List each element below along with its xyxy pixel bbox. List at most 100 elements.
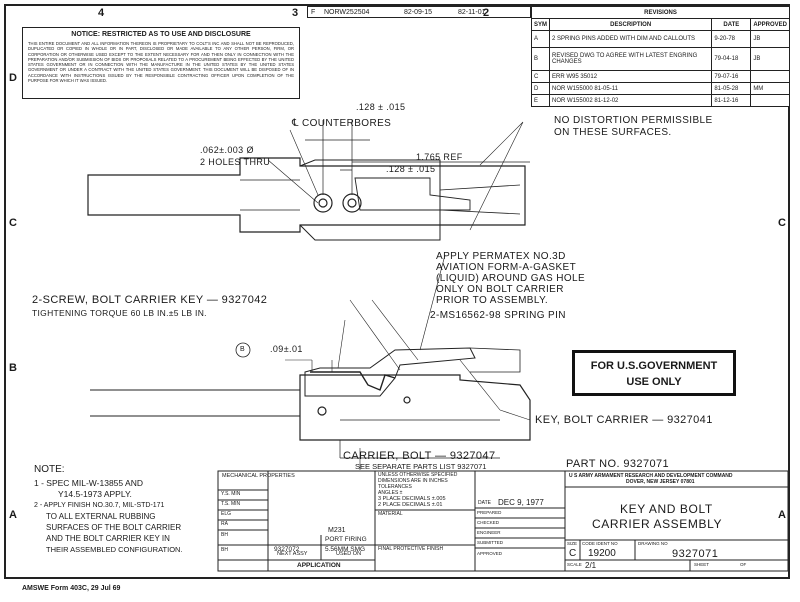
key-callout: KEY, BOLT CARRIER — 9327041	[535, 414, 713, 426]
permatex-line1: APPLY PERMATEX NO.3D	[436, 251, 566, 262]
prepared-label: PREPARED	[477, 510, 502, 515]
material-label: MATERIAL	[378, 511, 403, 517]
note-line: 2 - APPLY FINISH NO.30.7, MIL-STD-171	[34, 502, 165, 509]
table-row: E NOR W155002 81-12-02 81-12-16	[530, 94, 790, 107]
rev-approved: JB	[750, 47, 790, 71]
mech-row: BH	[221, 532, 228, 538]
rev-approved	[750, 94, 790, 107]
submitted-label: SUBMITTED	[477, 540, 504, 545]
code-ident-label: CODE IDENT NO	[582, 541, 618, 546]
mech-title: MECHANICAL PROPERTIES	[222, 473, 295, 479]
zone-d-left: D	[9, 72, 17, 84]
holes-diameter-label: .062±.003 Ø	[200, 145, 254, 155]
tol-dec2: 2 PLACE DECIMALS ±.01	[378, 502, 443, 508]
restricted-notice: NOTICE: RESTRICTED AS TO USE AND DISCLOS…	[22, 27, 300, 99]
counterbore-circle	[342, 193, 362, 213]
tol-dec3: 3 PLACE DECIMALS ±.005	[378, 496, 446, 502]
zone-c-right: C	[778, 217, 786, 229]
top-view-outline	[87, 157, 526, 233]
separate-parts-list: SEE SEPARATE PARTS LIST 9327071	[355, 462, 487, 471]
title-block-grid	[217, 470, 789, 572]
mech-row: RA	[221, 521, 228, 527]
notice-body: THIS ENTIRE DOCUMENT AND ALL INFORMATION…	[28, 41, 294, 84]
engineer-label: ENGINEER	[477, 530, 501, 535]
scale-value: 2/1	[585, 561, 597, 570]
next-assy-label: NEXT ASSY	[277, 551, 308, 557]
zone-3: 3	[292, 7, 299, 19]
permatex-line4: ONLY ON BOLT CARRIER	[436, 284, 564, 295]
dim-09: .09±.01	[270, 344, 303, 354]
zone-c-left: C	[9, 217, 17, 229]
counterbores-label: ℄ COUNTERBORES	[292, 118, 392, 129]
zone-b-left: B	[9, 362, 17, 374]
checked-label: CHECKED	[477, 520, 500, 525]
zone-4: 4	[98, 7, 105, 19]
tol-head3: TOLERANCES	[378, 484, 412, 490]
tol-head1: UNLESS OTHERWISE SPECIFIED	[378, 472, 458, 478]
agency-line1: U S ARMY ARMAMENT RESEARCH AND DEVELOPME…	[569, 473, 733, 479]
mech-row: ELG	[221, 511, 232, 517]
torque-callout: TIGHTENING TORQUE 60 LB IN.±5 LB IN.	[32, 308, 207, 318]
barrel-extension	[90, 389, 300, 417]
side-view-key	[304, 347, 476, 397]
revision-marker-b	[235, 342, 251, 358]
approved-label: APPROVED	[477, 551, 503, 556]
smg-label: 5.56MM SMG	[325, 546, 366, 553]
mech-row: BH	[221, 547, 228, 553]
drawing-no-label: DRAWING NO	[638, 541, 668, 546]
note-line: THEIR ASSEMBLED CONFIGURATION.	[46, 545, 183, 554]
zone-a-right: A	[778, 509, 786, 521]
gov-line2: USE ONLY	[626, 376, 682, 388]
mech-row: Y.S. MIN	[221, 491, 241, 497]
dim-128-bottom: .128 ± .015	[386, 164, 436, 174]
drawing-border	[4, 4, 790, 579]
no-distortion-line1: NO DISTORTION PERMISSIBLE	[554, 115, 713, 126]
screw-callout: 2-SCREW, BOLT CARRIER KEY — 9327042	[32, 294, 268, 306]
agency-line2: DOVER, NEW JERSEY 07801	[626, 479, 695, 485]
port-firing-label: PORT FIRING	[325, 536, 367, 543]
rev-date: 81-12-16	[711, 94, 752, 107]
holes-thru-label: 2 HOLES THRU	[200, 157, 271, 167]
carrier-callout: CARRIER, BOLT — 9327047	[343, 450, 496, 462]
dim-128-top: .128 ± .015	[356, 102, 406, 112]
notice-title: NOTICE: RESTRICTED AS TO USE AND DISCLOS…	[71, 31, 251, 38]
of-label: OF	[740, 562, 747, 567]
drawing-no-value: 9327071	[672, 548, 719, 560]
m231-label: M231	[328, 527, 346, 534]
drawing-title-line1: KEY AND BOLT	[620, 502, 713, 516]
size-value: C	[569, 548, 577, 559]
gov-line1: FOR U.S.GOVERNMENT	[590, 360, 718, 372]
form-id: AMSWE Form 403C, 29 Jul 69	[22, 585, 121, 592]
strip-f: F	[311, 9, 316, 16]
table-row: D NOR W155000 81-05-11 81-05-28 MM	[530, 82, 790, 95]
tol-angles: ANGLES ±	[378, 490, 403, 496]
date-label: DATE	[478, 500, 491, 506]
strip-ref: NORW252504	[324, 9, 370, 16]
application-label: APPLICATION	[297, 562, 341, 569]
permatex-line5: PRIOR TO ASSEMBLY.	[436, 295, 549, 306]
code-ident-value: 19200	[588, 548, 616, 559]
note-line: TO ALL EXTERNAL RUBBING	[46, 512, 156, 521]
note-line: 1 - SPEC MIL-W-13855 AND	[34, 478, 143, 488]
strip-date1: 82-09-15	[404, 9, 433, 16]
government-use-box: FOR U.S.GOVERNMENT USE ONLY	[572, 350, 736, 396]
counterbore-circle	[313, 193, 333, 213]
note-line: SURFACES OF THE BOLT CARRIER	[46, 523, 182, 532]
revisions-table: REVISIONS SYM DESCRIPTION DATE APPROVED …	[530, 6, 790, 107]
finish-label: FINAL PROTECTIVE FINISH	[378, 546, 444, 552]
sheet-label: SHEET	[694, 562, 710, 567]
drawing-date: DEC 9, 1977	[498, 498, 544, 507]
spring-pin-callout: 2-MS16562-98 SPRING PIN	[430, 310, 566, 321]
table-row: C ERR W95 35012 79-07-16	[530, 70, 790, 83]
zone-a-left: A	[9, 509, 17, 521]
scale-label: SCALE	[567, 562, 582, 567]
size-label: SIZE	[567, 541, 578, 546]
note-line: AND THE BOLT CARRIER KEY IN	[46, 534, 170, 543]
mech-row: T.S. MIN	[221, 501, 241, 507]
no-distortion-line2: ON THESE SURFACES.	[554, 127, 672, 138]
used-on-label: USED ON	[336, 551, 362, 557]
zone-2: 2	[483, 7, 490, 19]
rev-desc: REVISED DWG TO AGREE WITH LATEST ENGRING…	[549, 47, 713, 71]
side-view-outline	[299, 374, 531, 441]
